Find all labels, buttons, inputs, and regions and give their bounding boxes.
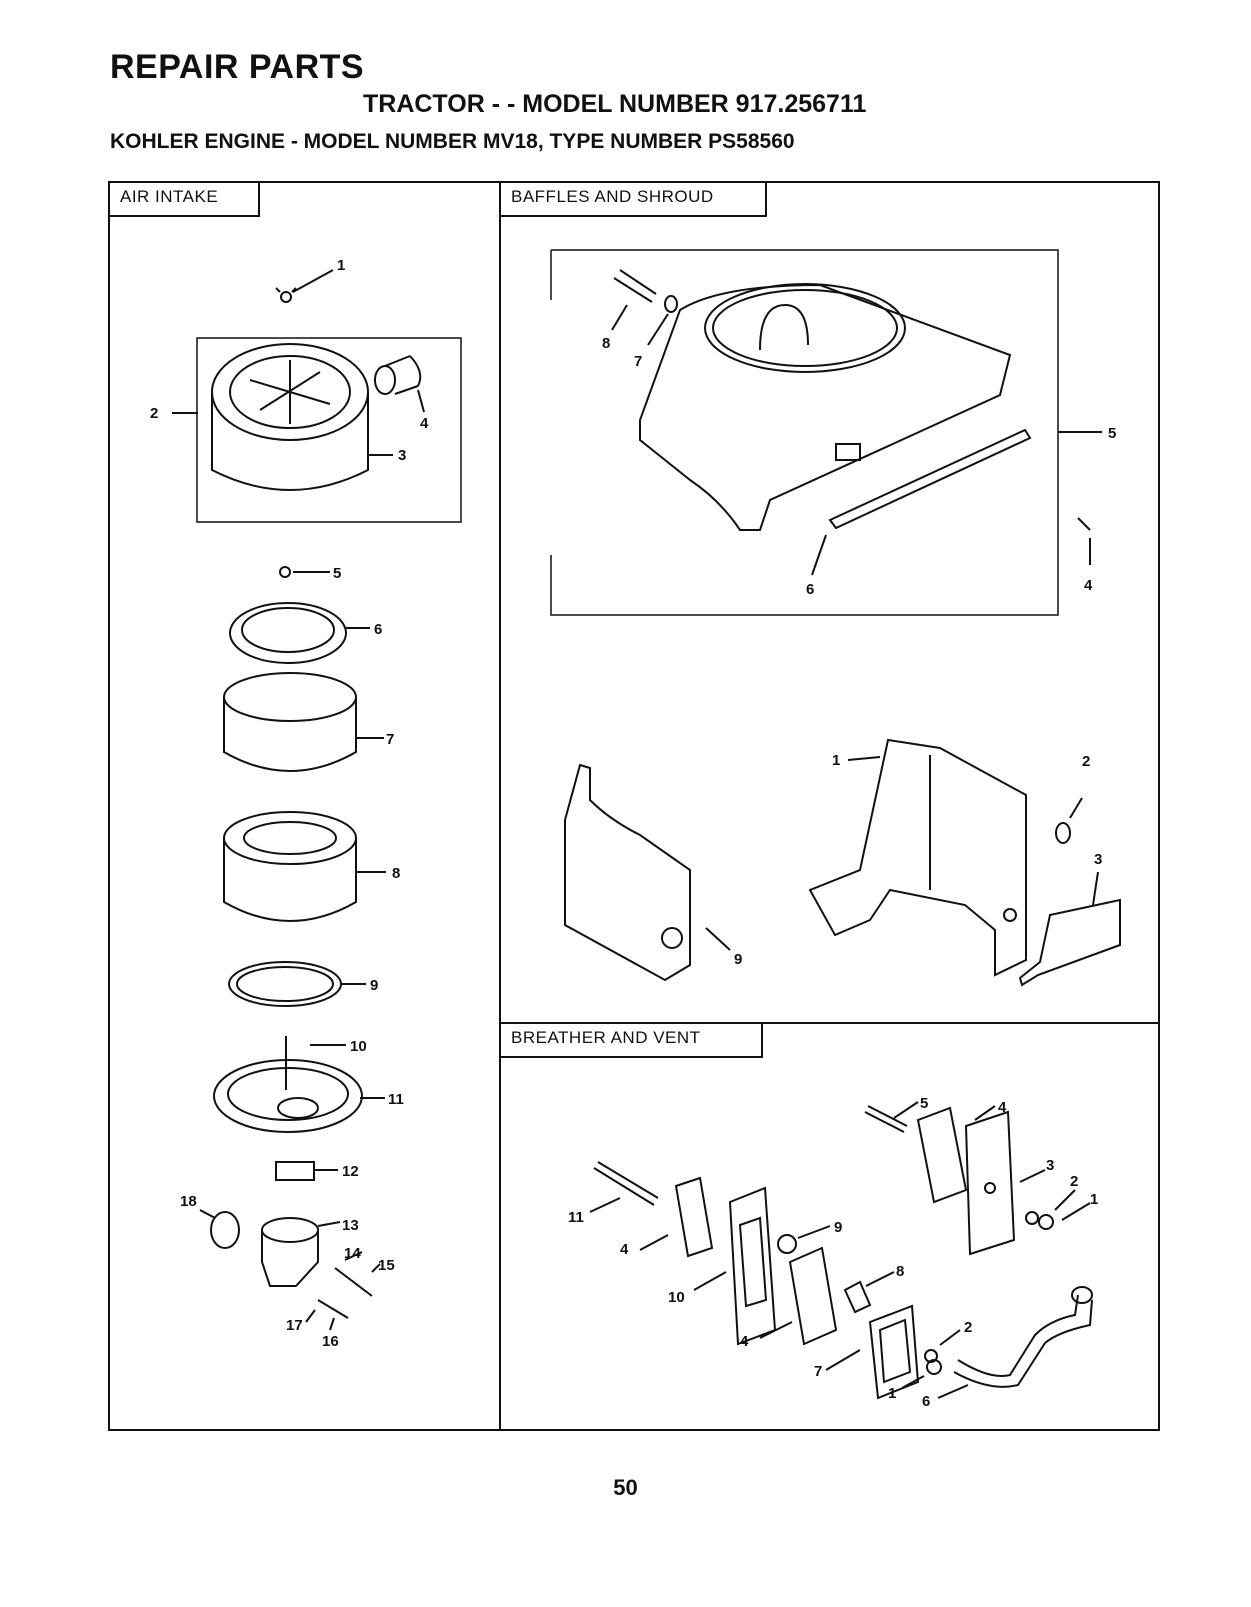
callout-air-16: 16 bbox=[322, 1333, 339, 1350]
callout-breather-8: 8 bbox=[896, 1263, 904, 1280]
callout-breather-4c: 4 bbox=[740, 1333, 749, 1350]
blower-housing-icon bbox=[640, 284, 1010, 530]
callout-breather-4b: 4 bbox=[620, 1241, 629, 1258]
base-plate-icon bbox=[214, 1036, 362, 1132]
callout-baffle-6: 6 bbox=[806, 581, 814, 598]
callout-breather-9: 9 bbox=[834, 1219, 842, 1236]
callout-air-3: 3 bbox=[398, 447, 406, 464]
callout-breather-10: 10 bbox=[668, 1289, 685, 1306]
callout-breather-6: 6 bbox=[922, 1393, 930, 1410]
callout-baffle-1: 1 bbox=[832, 752, 840, 769]
callout-breather-3: 3 bbox=[1046, 1157, 1054, 1174]
section-tab-baffles: BAFFLES AND SHROUD bbox=[499, 181, 767, 217]
callout-air-10: 10 bbox=[350, 1038, 367, 1055]
callout-baffle-7: 7 bbox=[634, 353, 642, 370]
section-tab-breather: BREATHER AND VENT bbox=[499, 1022, 763, 1058]
callout-breather-1a: 1 bbox=[1090, 1191, 1098, 1208]
callout-air-4: 4 bbox=[420, 415, 429, 432]
callout-air-5: 5 bbox=[333, 565, 341, 582]
breather-plate-icon bbox=[730, 1188, 775, 1344]
callout-air-9: 9 bbox=[370, 977, 378, 994]
callout-air-13: 13 bbox=[342, 1217, 359, 1234]
callout-baffle-4: 4 bbox=[1084, 577, 1093, 594]
callout-air-8: 8 bbox=[392, 865, 400, 882]
page-number: 50 bbox=[0, 1475, 1251, 1501]
callout-air-14: 14 bbox=[344, 1245, 361, 1262]
vent-tube-icon bbox=[954, 1287, 1092, 1387]
callout-breather-7: 7 bbox=[814, 1363, 822, 1380]
callout-air-6: 6 bbox=[374, 621, 382, 638]
section-tab-air-intake: AIR INTAKE bbox=[108, 181, 260, 217]
callout-air-2: 2 bbox=[150, 405, 158, 422]
callout-air-11: 11 bbox=[388, 1091, 404, 1108]
callout-breather-2a: 2 bbox=[1070, 1173, 1078, 1190]
callout-breather-11: 11 bbox=[568, 1209, 584, 1226]
callout-baffle-5: 5 bbox=[1108, 425, 1116, 442]
callout-baffle-2: 2 bbox=[1082, 753, 1090, 770]
callout-air-7: 7 bbox=[386, 731, 394, 748]
callout-baffle-3: 3 bbox=[1094, 851, 1102, 868]
wing-nut-icon bbox=[276, 288, 296, 302]
callout-air-12: 12 bbox=[342, 1163, 359, 1180]
callout-breather-4a: 4 bbox=[998, 1099, 1007, 1116]
filter-element-icon bbox=[230, 603, 346, 663]
callout-air-15: 15 bbox=[378, 1257, 395, 1274]
callout-air-17: 17 bbox=[286, 1317, 303, 1334]
callout-baffle-8: 8 bbox=[602, 335, 610, 352]
callout-breather-1b: 1 bbox=[888, 1385, 896, 1402]
callout-air-18: 18 bbox=[180, 1193, 197, 1210]
callout-air-1: 1 bbox=[337, 257, 345, 274]
callout-breather-2b: 2 bbox=[964, 1319, 972, 1336]
callout-baffle-9: 9 bbox=[734, 951, 742, 968]
air-cleaner-cover-icon bbox=[212, 344, 420, 490]
elbow-icon bbox=[262, 1218, 318, 1286]
callout-breather-5: 5 bbox=[920, 1095, 928, 1112]
